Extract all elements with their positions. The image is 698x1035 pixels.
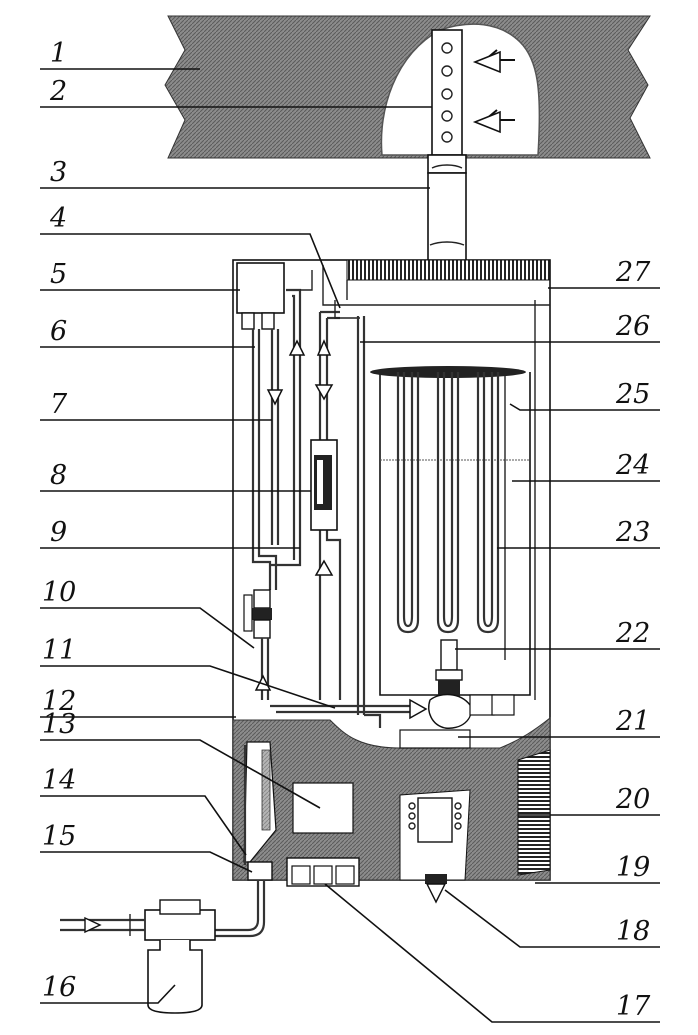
control-unit — [236, 262, 285, 330]
callout-24: 24 — [615, 450, 650, 481]
callout-20: 20 — [615, 784, 650, 815]
callout-12: 12 — [42, 686, 76, 717]
callout-labels-left: 1 2 3 4 5 6 7 8 9 10 11 12 13 14 15 16 — [42, 38, 76, 1003]
flow-sensor — [310, 439, 338, 531]
callout-14: 14 — [42, 765, 76, 796]
callout-7: 7 — [50, 389, 68, 420]
callout-3: 3 — [50, 157, 67, 188]
leader-lines-left — [40, 68, 432, 1004]
callout-10: 10 — [42, 577, 76, 608]
callout-5: 5 — [50, 259, 67, 290]
callout-18: 18 — [616, 916, 650, 947]
callout-6: 6 — [50, 316, 67, 347]
callout-1: 1 — [50, 38, 67, 69]
callout-23: 23 — [615, 517, 650, 548]
callout-19: 19 — [616, 852, 650, 883]
leader-lines-right — [324, 287, 660, 1023]
callout-22: 22 — [615, 618, 650, 649]
callout-16: 16 — [42, 972, 76, 1003]
callout-4: 4 — [49, 203, 67, 234]
lower-cabinet — [232, 693, 551, 904]
callout-2: 2 — [49, 76, 67, 107]
callout-11: 11 — [42, 635, 76, 666]
callout-9: 9 — [50, 517, 67, 548]
callout-15: 15 — [42, 821, 76, 852]
callout-27: 27 — [615, 257, 651, 288]
wall — [164, 15, 651, 159]
callout-13: 13 — [42, 709, 76, 740]
water-tank — [370, 366, 531, 698]
flue-pipe — [427, 29, 515, 266]
callout-21: 21 — [615, 706, 650, 737]
callout-17: 17 — [616, 991, 651, 1022]
inlet-assembly — [60, 861, 273, 1014]
piping — [243, 270, 410, 728]
callout-labels-right: 27 26 25 24 23 22 21 20 19 18 17 — [615, 257, 651, 1022]
callout-8: 8 — [50, 460, 67, 491]
callout-25: 25 — [615, 379, 650, 410]
callout-26: 26 — [615, 311, 650, 342]
